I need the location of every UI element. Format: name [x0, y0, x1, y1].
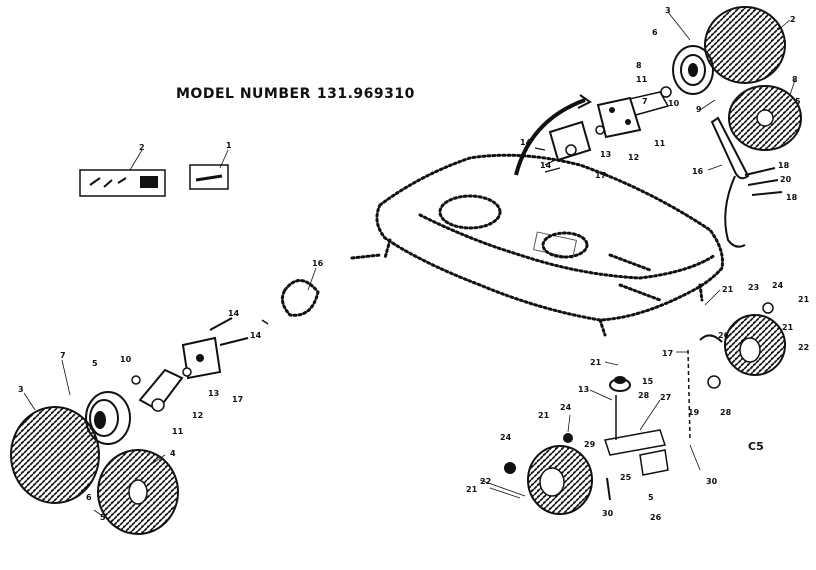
part-label-6b: 6: [86, 493, 92, 502]
part-label-24: 24: [772, 281, 784, 290]
diagram-code: C5: [748, 440, 764, 453]
part-label-21d: 21: [590, 358, 602, 367]
part-label-10b: 10: [120, 355, 132, 364]
part-label-11: 11: [636, 75, 648, 84]
part-label-11c: 11: [172, 427, 184, 436]
model-label: MODEL NUMBER: [176, 86, 311, 102]
model-number: 131.969310: [316, 86, 415, 102]
part-number-labels: 1 2 3 2 6 8 11 10 9 7 8 5 12 11 13 14 14…: [18, 6, 810, 522]
part-label-21f: 21: [466, 485, 478, 494]
part-label-13: 13: [600, 150, 611, 159]
part-label-21: 21: [722, 285, 734, 294]
part-label-18: 18: [778, 161, 790, 170]
part-label-22b: 22: [480, 477, 491, 486]
part-label-18b: 18: [786, 193, 798, 202]
part-label-8: 8: [636, 61, 642, 70]
part-label-13c: 13: [208, 389, 219, 398]
part-label-16: 16: [692, 167, 704, 176]
front-caster-assembly: [504, 302, 786, 515]
part-label-10: 10: [668, 99, 680, 108]
part-label-6: 6: [652, 28, 658, 37]
part-label-14: 14: [520, 138, 532, 147]
part-label-14d: 14: [250, 331, 262, 340]
mower-deck: [350, 153, 724, 337]
part-label-5: 5: [795, 97, 801, 106]
part-label-5b: 5: [648, 493, 654, 502]
part-label-21b: 21: [798, 295, 810, 304]
part-label-13b: 13: [578, 385, 589, 394]
parts-bag-2: [79, 169, 166, 197]
left-wheel-assembly: [10, 279, 320, 535]
part-label-14b: 14: [540, 161, 552, 170]
part-label-7: 7: [642, 97, 648, 106]
part-label-15: 15: [642, 377, 654, 386]
part-label-5c: 5: [92, 359, 98, 368]
part-label-11b: 11: [654, 139, 666, 148]
rear-right-wheel-assembly: [514, 6, 802, 248]
part-label-29: 29: [584, 440, 596, 449]
part-label-20: 20: [780, 175, 792, 184]
part-label-12: 12: [628, 153, 639, 162]
part-label-21c: 21: [782, 323, 794, 332]
part-label-19: 19: [688, 408, 700, 417]
part-label-3: 3: [665, 6, 671, 15]
part-label-9: 9: [696, 105, 702, 114]
part-label-7b: 7: [60, 351, 66, 360]
part-label-30b: 30: [602, 509, 614, 518]
part-label-26: 26: [718, 331, 730, 340]
part-label-2: 2: [139, 143, 145, 152]
parts-bag-1: [189, 164, 229, 190]
part-label-16b: 16: [312, 259, 324, 268]
model-number-title: MODEL NUMBER 131.969310: [176, 86, 421, 102]
part-label-17: 17: [595, 171, 606, 180]
part-label-1: 1: [226, 141, 232, 150]
part-label-12b: 12: [192, 411, 203, 420]
part-label-2b: 2: [790, 15, 796, 24]
part-label-26b: 26: [650, 513, 662, 522]
part-label-30: 30: [706, 477, 718, 486]
part-label-5d: 5: [100, 513, 106, 522]
part-label-8b: 8: [792, 75, 798, 84]
part-label-24b: 24: [560, 403, 572, 412]
part-label-4: 4: [170, 449, 176, 458]
part-label-25: 25: [620, 473, 632, 482]
part-label-21e: 21: [538, 411, 550, 420]
part-label-17c: 17: [232, 395, 243, 404]
part-label-17b: 17: [662, 349, 673, 358]
part-label-28: 28: [720, 408, 732, 417]
part-label-23: 23: [748, 283, 759, 292]
part-label-3b: 3: [18, 385, 24, 394]
part-label-22: 22: [798, 343, 809, 352]
leader-lines: [23, 11, 796, 519]
part-label-28b: 28: [638, 391, 650, 400]
part-label-27: 27: [660, 393, 671, 402]
part-label-14c: 14: [228, 309, 240, 318]
part-label-24c: 24: [500, 433, 512, 442]
